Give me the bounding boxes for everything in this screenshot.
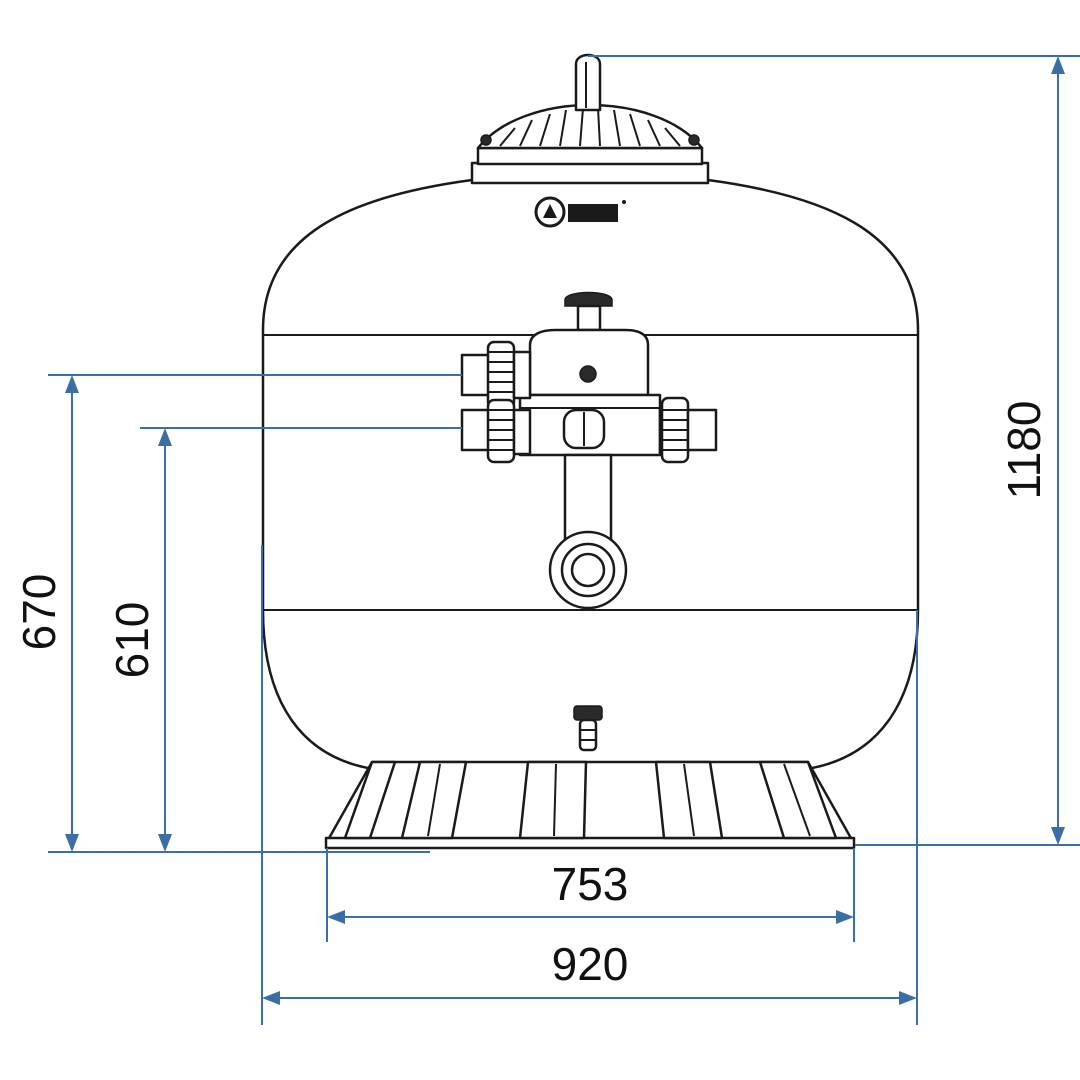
lid-bolt-icon bbox=[688, 134, 700, 146]
base-plate bbox=[324, 836, 856, 850]
valve-handle-icon bbox=[564, 291, 613, 307]
dimension-lower-connection: 610 bbox=[106, 427, 462, 852]
dimension-tank-width: 920 bbox=[261, 545, 918, 1025]
multiport-valve bbox=[460, 291, 718, 610]
left-lower-pipe bbox=[460, 408, 492, 452]
valve-head bbox=[528, 328, 650, 397]
left-upper-pipe bbox=[460, 353, 492, 397]
brand-logo-icon bbox=[534, 196, 626, 228]
base-legs bbox=[343, 760, 838, 840]
total-height-label: 1180 bbox=[998, 401, 1050, 500]
lid-ribs bbox=[499, 107, 681, 147]
base-stand bbox=[324, 760, 856, 850]
dimension-base-width: 753 bbox=[326, 848, 855, 942]
base-width-label: 753 bbox=[552, 858, 629, 910]
dimension-upper-connection: 670 bbox=[13, 374, 462, 853]
right-pipe bbox=[686, 408, 718, 452]
left-lower-fitting bbox=[512, 408, 532, 456]
air-vent-icon bbox=[574, 53, 602, 112]
lid-dome bbox=[476, 103, 704, 150]
upper-connection-height-label: 670 bbox=[13, 574, 65, 651]
top-lid bbox=[470, 53, 710, 185]
dimension-total-height: 1180 bbox=[588, 55, 1080, 846]
lid-bolt-icon bbox=[480, 134, 492, 146]
lid-ring bbox=[476, 146, 704, 166]
valve-stem bbox=[576, 304, 602, 332]
lower-connection-height-label: 610 bbox=[106, 602, 158, 679]
valve-indicator-icon bbox=[579, 365, 597, 383]
tank-width-label: 920 bbox=[552, 938, 629, 990]
tank-connection-bore bbox=[570, 552, 606, 588]
left-upper-fitting bbox=[512, 350, 532, 400]
drain-valve-icon bbox=[573, 705, 603, 752]
lid-collar bbox=[470, 161, 710, 185]
